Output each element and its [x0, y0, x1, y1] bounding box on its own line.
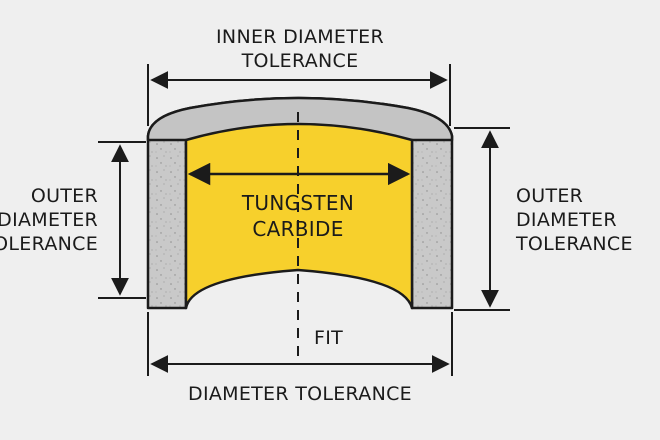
outer-right-line-1: OUTER [516, 185, 584, 207]
material-line-1: TUNGSTEN [241, 191, 355, 215]
outer-left-line-2: DIAMETER [0, 209, 98, 231]
inner-diameter-tolerance-line-1: INNER DIAMETER [216, 26, 384, 48]
outer-left-line-1: OUTER [30, 185, 98, 207]
inner-diameter-tolerance-label: INNER DIAMETER TOLERANCE [200, 25, 400, 73]
fit-label: FIT [314, 326, 343, 350]
fit-text: FIT [314, 327, 344, 349]
material-label: TUNGSTEN CARBIDE [218, 190, 378, 242]
outer-right-line-2: DIAMETER [516, 209, 617, 231]
outer-diameter-tolerance-right-label: OUTER DIAMETER TOLERANCE [516, 184, 656, 256]
outer-left-line-3: TOLERANCE [0, 233, 98, 255]
top-rim [146, 96, 454, 142]
inner-diameter-tolerance-line-2: TOLERANCE [241, 50, 359, 72]
outer-diameter-tolerance-left-label: OUTER DIAMETER TOLERANCE [0, 184, 98, 256]
material-line-2: CARBIDE [252, 217, 344, 241]
diameter-tolerance-text: DIAMETER TOLERANCE [188, 383, 412, 405]
diameter-tolerance-label: DIAMETER TOLERANCE [150, 382, 450, 406]
outer-right-line-3: TOLERANCE [516, 233, 633, 255]
